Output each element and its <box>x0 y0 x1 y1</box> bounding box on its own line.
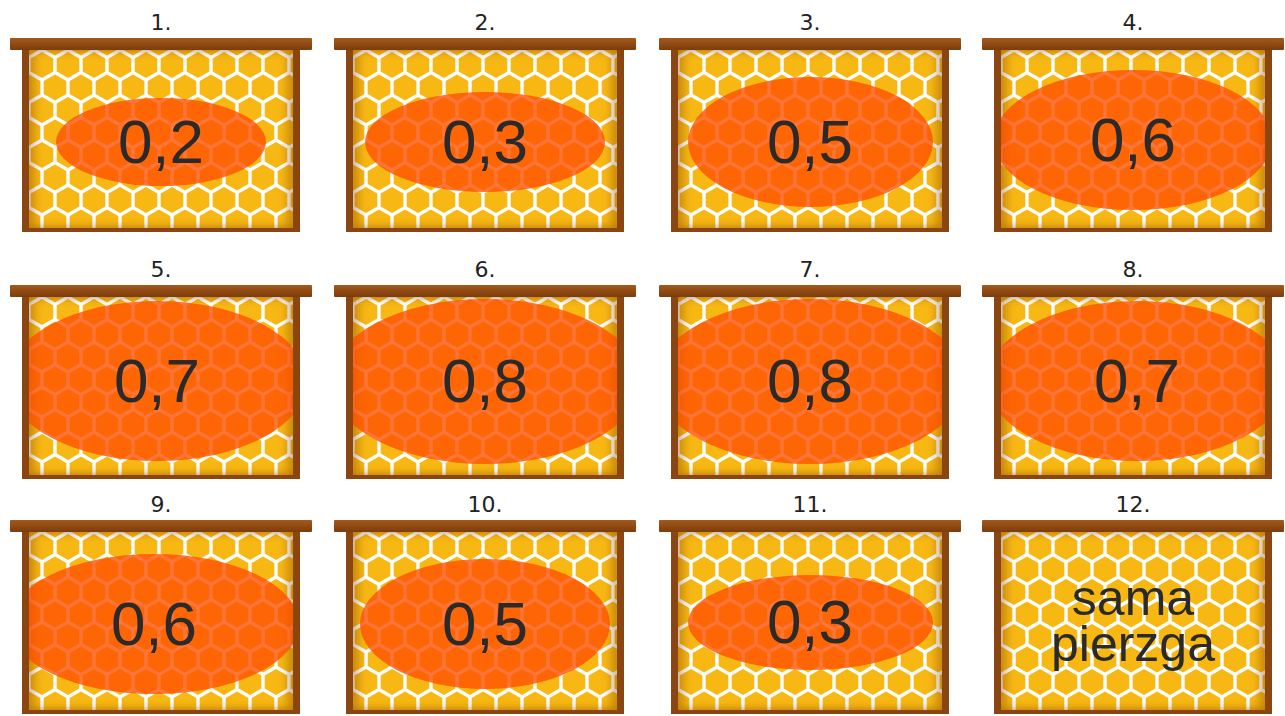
frame-top-bar <box>982 520 1284 532</box>
honeycomb-fill <box>678 532 942 710</box>
honey-ellipse: 0,6 <box>994 70 1272 210</box>
fill-value: 0,7 <box>1094 347 1180 415</box>
frame-top-bar <box>659 38 961 50</box>
honeycomb-fill <box>678 50 942 228</box>
frame-label: sama pierzga <box>1001 532 1265 710</box>
honeycomb-panel: 0,5 <box>671 50 949 232</box>
fill-value: 0,6 <box>111 590 197 658</box>
fill-value: 0,8 <box>442 347 528 415</box>
hive-frame: 5. 0,7 <box>10 253 312 479</box>
frame-top-bar <box>659 520 961 532</box>
fill-value: 0,3 <box>767 588 853 656</box>
frame-top-bar <box>10 520 312 532</box>
frame-number: 1. <box>10 10 312 36</box>
frame-top-bar <box>10 38 312 50</box>
honeycomb-panel: 0,5 <box>346 532 624 714</box>
hive-frame: 1. 0,2 <box>10 6 312 232</box>
honey-ellipse: 0,5 <box>360 559 610 689</box>
frame-number: 12. <box>982 492 1284 518</box>
honeycomb-panel: 0,6 <box>22 532 300 714</box>
honey-ellipse: 0,3 <box>365 92 605 192</box>
frame-top-bar <box>334 38 636 50</box>
frame-top-bar <box>982 38 1284 50</box>
frame-number: 2. <box>334 10 636 36</box>
frame-number: 8. <box>982 257 1284 283</box>
honeycomb-panel: 0,3 <box>346 50 624 232</box>
fill-value: 0,7 <box>114 347 200 415</box>
frame-number: 9. <box>10 492 312 518</box>
honey-ellipse: 0,3 <box>688 575 933 670</box>
frame-label-text: sama pierzga <box>1013 575 1253 667</box>
honeycomb-fill <box>353 50 617 228</box>
hive-frame: 11. 0,3 <box>659 488 961 714</box>
honey-ellipse: 0,2 <box>56 98 266 186</box>
frame-number: 3. <box>659 10 961 36</box>
frame-number: 10. <box>334 492 636 518</box>
hive-frame: 7. 0,8 <box>659 253 961 479</box>
honeycomb-panel: 0,8 <box>346 297 624 479</box>
frame-top-bar <box>334 285 636 297</box>
hive-frame: 6. 0,8 <box>334 253 636 479</box>
honeycomb-panel: sama pierzga <box>994 532 1272 714</box>
honeycomb-panel: 0,6 <box>994 50 1272 232</box>
honeycomb-fill <box>1001 532 1265 710</box>
honeycomb-panel: 0,8 <box>671 297 949 479</box>
frame-number: 5. <box>10 257 312 283</box>
frame-top-bar <box>659 285 961 297</box>
honey-ellipse: 0,8 <box>671 299 949 464</box>
honey-ellipse: 0,5 <box>688 77 933 207</box>
fill-value: 0,5 <box>442 590 528 658</box>
hive-frame: 3. 0,5 <box>659 6 961 232</box>
frame-number: 7. <box>659 257 961 283</box>
hive-frame: 12. sama pierzga <box>982 488 1284 714</box>
hive-frame: 8. 0,7 <box>982 253 1284 479</box>
honeycomb-panel: 0,2 <box>22 50 300 232</box>
frame-number: 4. <box>982 10 1284 36</box>
honey-ellipse: 0,8 <box>346 299 624 464</box>
hive-frame: 9. 0,6 <box>10 488 312 714</box>
honey-ellipse: 0,6 <box>22 554 299 694</box>
frame-top-bar <box>10 285 312 297</box>
hive-frame: 2. 0,3 <box>334 6 636 232</box>
fill-value: 0,8 <box>767 347 853 415</box>
honey-ellipse: 0,7 <box>994 301 1272 461</box>
hive-frame: 10. 0,5 <box>334 488 636 714</box>
fill-value: 0,2 <box>118 108 204 176</box>
honeycomb-panel: 0,7 <box>22 297 300 479</box>
frame-top-bar <box>982 285 1284 297</box>
fill-value: 0,3 <box>442 108 528 176</box>
hive-frame: 4. 0,6 <box>982 6 1284 232</box>
honeycomb-panel: 0,7 <box>994 297 1272 479</box>
honeycomb-fill <box>353 532 617 710</box>
fill-value: 0,6 <box>1090 106 1176 174</box>
honey-ellipse: 0,7 <box>22 301 300 461</box>
honeycomb-panel: 0,3 <box>671 532 949 714</box>
frame-number: 11. <box>659 492 961 518</box>
honeycomb-fill <box>29 50 293 228</box>
fill-value: 0,5 <box>767 108 853 176</box>
frame-number: 6. <box>334 257 636 283</box>
frame-top-bar <box>334 520 636 532</box>
